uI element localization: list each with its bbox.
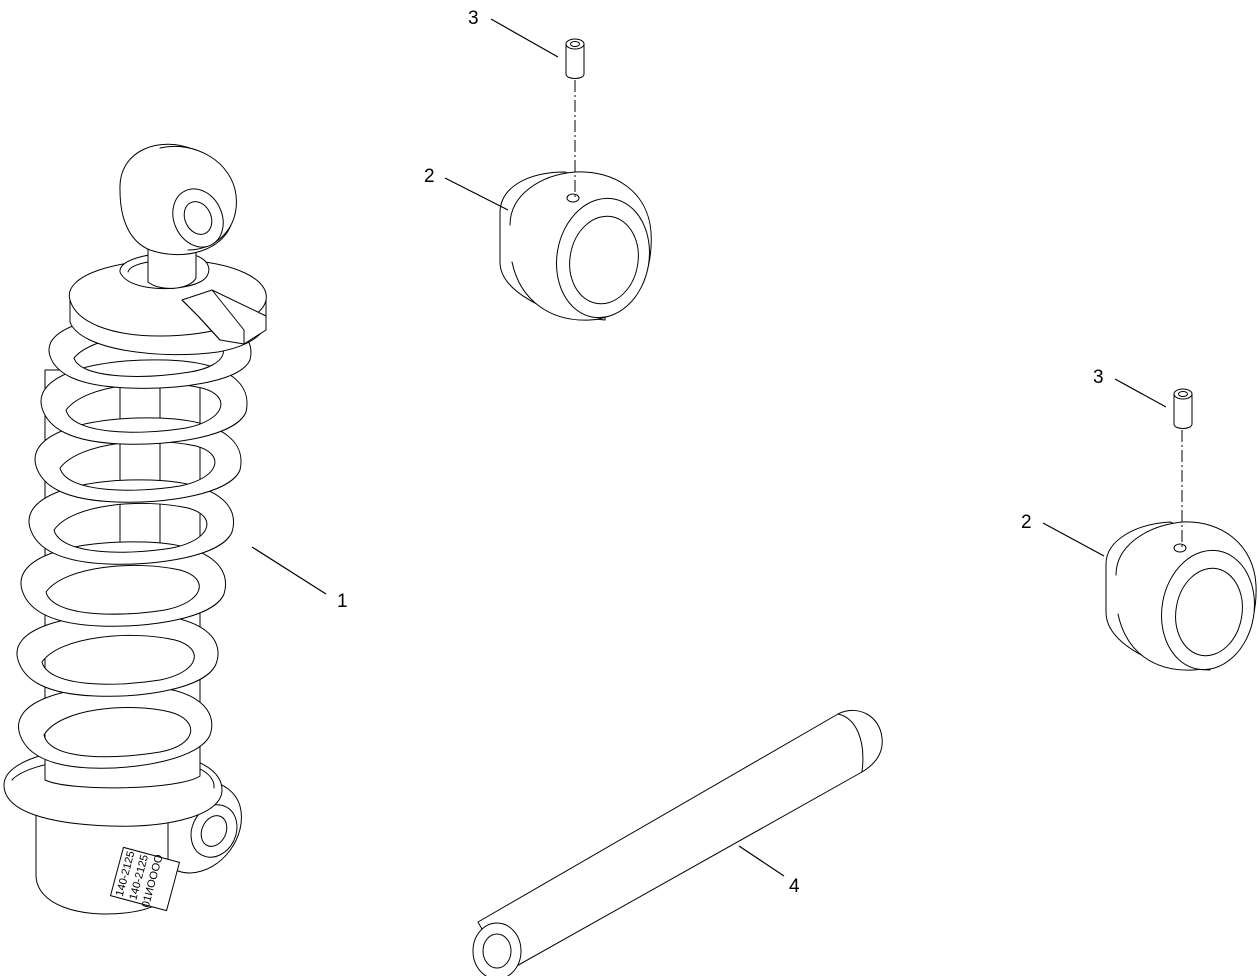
leader-spacer-right [1042,522,1105,557]
spacer-right [1105,521,1257,671]
leader-screw-top [490,18,559,58]
leader-shock-absorber [251,546,327,595]
set-screw-right [1173,388,1193,429]
leader-spacer-top [444,177,509,211]
set-screw-top [565,38,585,79]
callout-spacer-right: 2 [1021,512,1032,533]
leader-shaft [738,845,785,877]
spacer-top [499,171,652,321]
callout-screw-top: 3 [468,8,479,29]
callout-shaft: 4 [789,876,800,897]
callout-shock-absorber: 1 [337,591,348,612]
shock-upper-eye [119,143,237,289]
callout-spacer-top: 2 [424,166,435,187]
shock-absorber: 140-2125 140-2125 01ИОООО [3,143,267,915]
spacer-right-set-hole [1173,543,1187,553]
shock-label-plate: 140-2125 140-2125 01ИОООО [110,846,180,912]
pivot-shaft [472,709,883,976]
shock-upper-retainer [68,259,267,356]
leader-screw-right [1114,378,1167,408]
callout-screw-right: 3 [1093,367,1104,388]
spacer-top-set-hole [566,193,580,203]
